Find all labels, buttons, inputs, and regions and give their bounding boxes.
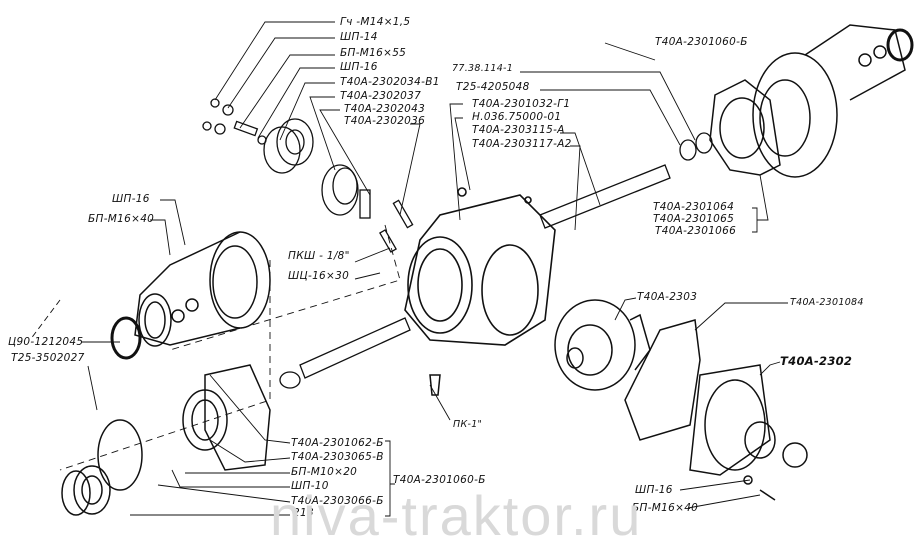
label-2301064: Т40А-2301064 — [653, 201, 735, 213]
label-gch-m14: Гч -М14×1,5 — [340, 16, 411, 28]
label-7738: 77.38.114-1 — [452, 63, 514, 74]
label-2301060-bottom: Т40А-2301060-Б — [393, 474, 486, 486]
label-c90: Ц90-1212045 — [8, 336, 84, 348]
label-2302034: Т40А-2302034-В1 — [340, 76, 440, 88]
label-shp16-top: ШП-16 — [340, 61, 378, 73]
label-2301065: Т40А-2301065 — [653, 213, 735, 225]
label-2303065: Т40А-2303065-В — [291, 451, 384, 463]
differential-assembly — [554, 299, 808, 501]
label-shp16-right: ШП-16 — [635, 484, 673, 496]
differential-housing — [404, 187, 556, 346]
label-shc: ШЦ-16×30 — [288, 270, 350, 282]
label-shp16-left: ШП-16 — [112, 193, 150, 205]
label-2302043: Т40А-2302043 — [344, 103, 426, 115]
label-pk1: ПК-1" — [453, 419, 483, 430]
bearing-cups — [263, 118, 414, 253]
fasteners-top — [202, 98, 267, 145]
label-213: 213 — [293, 507, 314, 519]
right-final-drive-housing — [709, 24, 914, 178]
label-2302036: Т40А-2302036 — [344, 115, 426, 127]
label-2301060-top: Т40А-2301060-Б — [655, 36, 748, 48]
label-shp14: ШП-14 — [340, 31, 378, 43]
label-2303115: Т40А-2303115-А — [472, 124, 565, 136]
label-2302: Т40А-2302 — [780, 354, 853, 368]
label-bp-m16x40-right: БП-М16×40 — [632, 502, 699, 514]
label-pksh: ПКШ - 1/8" — [288, 250, 350, 262]
label-2303117: Т40А-2303117-А2 — [472, 138, 572, 150]
label-2303: Т40А-2303 — [637, 291, 698, 303]
axle-shafts — [279, 132, 713, 389]
label-bp-m16x40-left: БП-М16×40 — [88, 213, 155, 225]
label-shp10: ШП-10 — [291, 480, 329, 492]
label-2303066: Т40А-2303066-Б — [291, 495, 384, 507]
label-2302037: Т40А-2302037 — [340, 90, 422, 102]
label-2301032: Т40А-2301032-Г1 — [472, 98, 571, 110]
bottom-covers — [61, 364, 441, 516]
label-bp-m16x55: БП-М16×55 — [340, 47, 407, 59]
label-bp-m10x20: БП-М10×20 — [291, 466, 358, 478]
label-2301084: Т40А-2301084 — [790, 297, 864, 308]
label-2301062: Т40А-2301062-Б — [291, 437, 384, 449]
label-4205048: Т25-4205048 — [456, 81, 530, 93]
label-n036: Н.036.75000-01 — [472, 111, 562, 123]
left-final-drive-housing — [110, 231, 271, 360]
label-2301066: Т40А-2301066 — [655, 225, 737, 237]
label-t25-3502027: Т25-3502027 — [11, 352, 85, 364]
watermark: niva-traktor.ru — [270, 484, 643, 536]
